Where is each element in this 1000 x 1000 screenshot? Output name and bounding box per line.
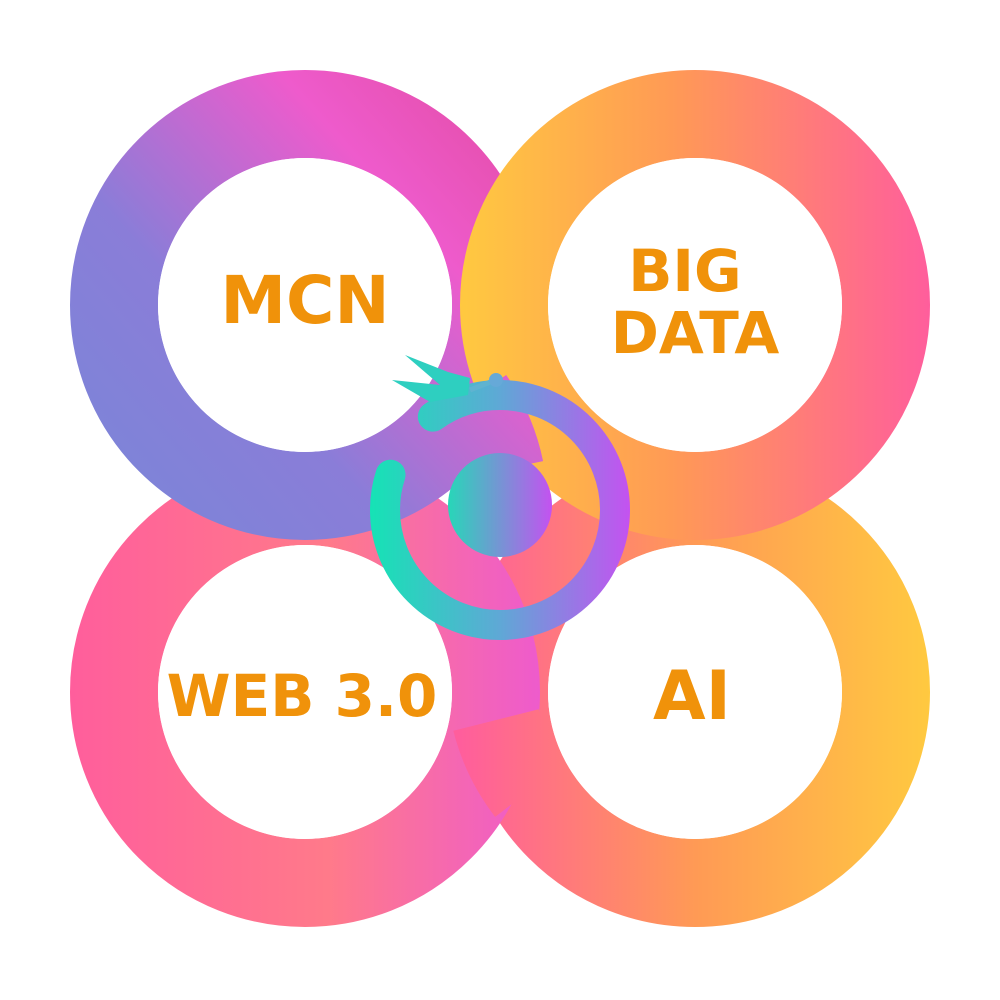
label-big-data: BIG DATA — [611, 237, 780, 367]
ring-bottom-left-center — [158, 545, 452, 839]
logo-tail-icon — [392, 355, 470, 402]
ring-top-right-band — [460, 70, 930, 540]
label-big-data-line2: DATA — [611, 299, 780, 367]
ring-top-right-center — [548, 158, 842, 452]
label-mcn: MCN — [220, 262, 389, 339]
center-logo — [370, 355, 630, 640]
logo-antenna-dot — [489, 373, 503, 387]
ring-bottom-right-center — [548, 545, 842, 839]
label-big-data-line1: BIG — [628, 237, 741, 305]
weave-overlay-bottom — [453, 708, 566, 817]
ring-top-left-center — [158, 158, 452, 452]
logo-center-dot — [448, 453, 552, 557]
ring-top-right — [460, 70, 930, 540]
logo-open-ring — [370, 380, 630, 640]
label-web3: WEB 3.0 — [167, 662, 438, 730]
label-ai: AI — [653, 657, 731, 736]
logo-antenna-line — [469, 378, 494, 393]
